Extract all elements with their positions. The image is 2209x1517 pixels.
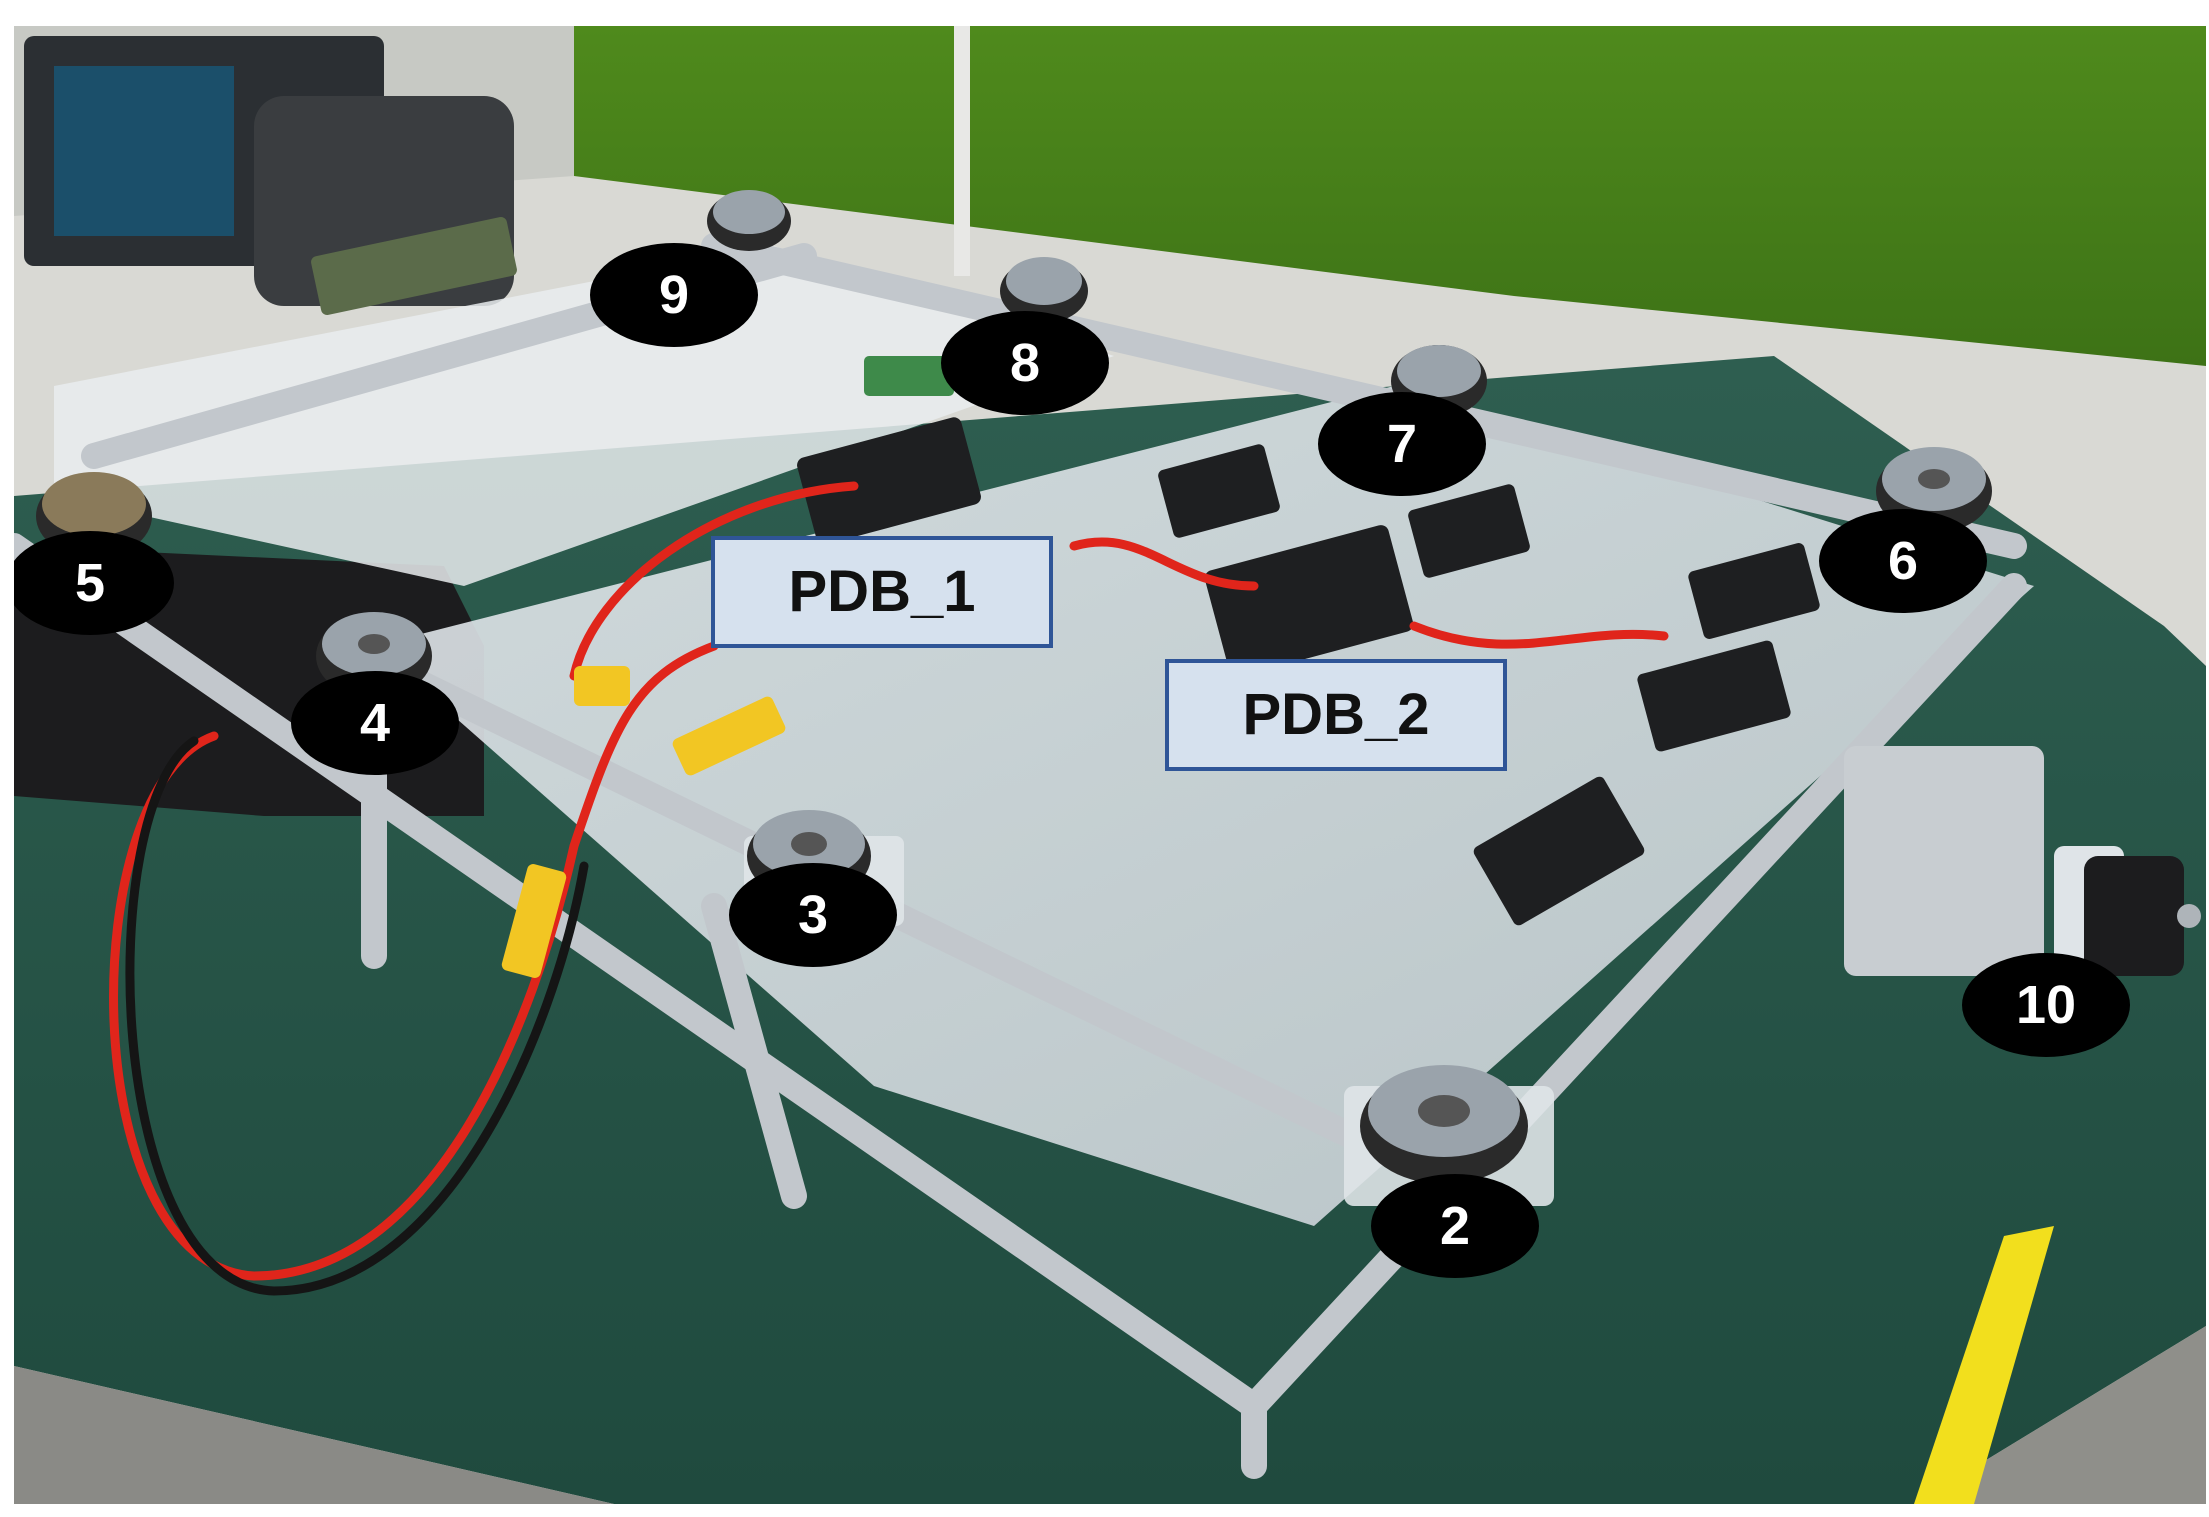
callout-5: 5 xyxy=(14,531,174,635)
floor xyxy=(14,1366,614,1504)
test-rig-scene xyxy=(14,26,2206,1504)
floor-right xyxy=(1914,1326,2206,1504)
xt-connector xyxy=(672,696,786,776)
motor xyxy=(1000,257,1088,323)
callout-10: 10 xyxy=(1962,953,2130,1057)
power-cables xyxy=(109,481,1669,1296)
callout-3: 3 xyxy=(729,863,897,967)
pdb-2-label: PDB_2 xyxy=(1165,659,1507,771)
callout-9: 9 xyxy=(590,243,758,347)
callout-8: 8 xyxy=(941,311,1109,415)
motor xyxy=(707,190,791,251)
callout-2: 2 xyxy=(1371,1174,1539,1278)
motor xyxy=(1344,1065,1554,1206)
yellow-floor-tape xyxy=(1914,1226,2054,1504)
green-board xyxy=(864,356,954,396)
callout-6: 6 xyxy=(1819,509,1987,613)
test-rig-photo: 2 3 4 5 6 7 8 9 10 PDB_1 PDB_2 xyxy=(14,26,2206,1504)
control-board xyxy=(311,216,517,316)
side-motor xyxy=(1844,746,2201,976)
partition-frame xyxy=(954,26,970,276)
xt-connector xyxy=(574,666,630,706)
callout-7: 7 xyxy=(1318,392,1486,496)
pdb-1-label: PDB_1 xyxy=(711,536,1053,648)
acrylic-panel-top xyxy=(54,246,1114,586)
xt-connector xyxy=(501,864,567,978)
callout-4: 4 xyxy=(291,671,459,775)
oscilloscope-screen xyxy=(54,66,234,236)
green-partition-wall xyxy=(574,26,2206,366)
esc-modules xyxy=(714,417,1820,926)
